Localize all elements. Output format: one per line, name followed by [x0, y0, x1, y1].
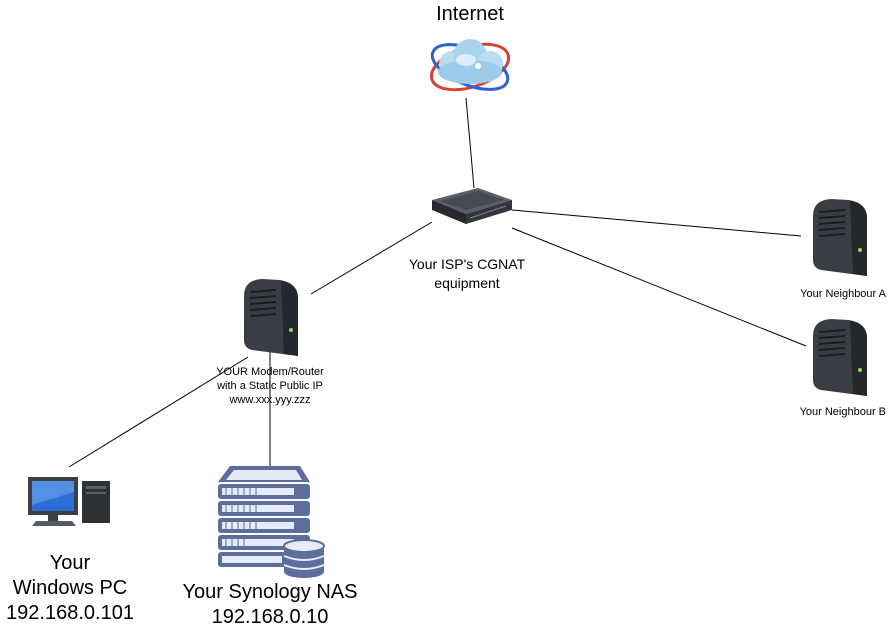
internet-cloud-icon — [429, 39, 511, 92]
cgnat-label-line1: Your ISP's CGNAT — [408, 256, 526, 272]
windows-pc-label-line1: Your — [49, 552, 91, 574]
nas-label: Your Synology NAS 192.168.0.10 — [165, 580, 375, 630]
nas-label-line1: Your Synology NAS — [182, 581, 358, 603]
link-cgnat-neighbour-b — [511, 227, 807, 347]
your-router-label-line2: with a Static Public IP — [217, 380, 323, 392]
windows-pc-icon — [28, 477, 110, 526]
windows-pc-ip: 192.168.0.101 — [6, 602, 134, 624]
neighbour-a-label: Your Neighbour A — [800, 288, 886, 300]
cgnat-label-line2: equipment — [434, 275, 500, 291]
link-cgnat-your-router — [310, 221, 433, 295]
your-router-label: YOUR Modem/Router with a Static Public I… — [200, 365, 340, 407]
neighbour-a-modem-icon — [813, 199, 867, 276]
neighbour-b-modem-icon — [813, 319, 867, 396]
windows-pc-label-line2: Windows PC — [12, 577, 128, 599]
neighbour-b-label: Your Neighbour B — [799, 406, 886, 418]
link-router-windows-pc — [68, 356, 249, 468]
your-router-label-line3: www.xxx.yyy.zzz — [229, 394, 311, 406]
your-router-icon — [244, 279, 298, 356]
cgnat-label: Your ISP's CGNAT equipment — [390, 255, 544, 293]
link-internet-cgnat — [465, 97, 475, 189]
windows-pc-label: Your Windows PC 192.168.0.101 — [0, 551, 140, 626]
cgnat-equipment-icon — [432, 188, 512, 224]
synology-nas-icon — [218, 466, 325, 578]
nas-ip: 192.168.0.10 — [211, 606, 329, 628]
internet-label: Internet — [436, 3, 504, 25]
your-router-label-line1: YOUR Modem/Router — [216, 366, 324, 378]
link-cgnat-neighbour-a — [511, 209, 802, 237]
